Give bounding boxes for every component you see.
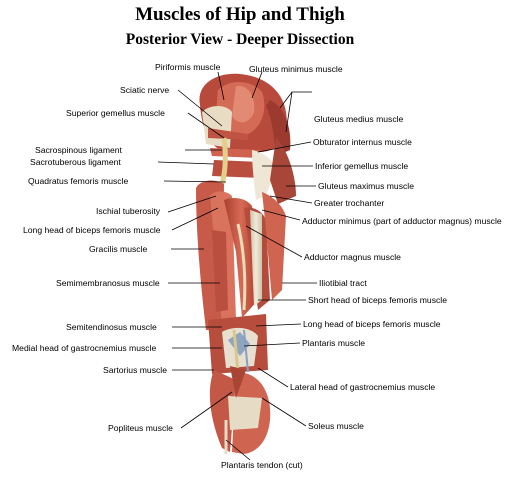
- page-subtitle: Posterior View - Deeper Dissection: [125, 31, 355, 48]
- leader-lines: [157, 71, 317, 461]
- label-superior-gemellus: Superior gemellus muscle: [66, 108, 165, 118]
- leg-region: [209, 366, 271, 454]
- label-ischial-tuberosity: Ischial tuberosity: [96, 206, 161, 216]
- label-long-head-biceps-upper: Long head of biceps femoris muscle: [23, 225, 161, 235]
- label-soleus: Soleus muscle: [308, 421, 364, 431]
- label-inferior-gemellus: Inferior gemellus muscle: [315, 161, 409, 171]
- label-gluteus-medius: Gluteus medius muscle: [314, 114, 404, 124]
- label-gluteus-minimus: Gluteus minimus muscle: [249, 64, 343, 74]
- thigh-region: [196, 180, 286, 330]
- label-plantaris: Plantaris muscle: [302, 338, 366, 348]
- label-sartorius: Sartorius muscle: [103, 365, 167, 375]
- label-lateral-gastrocnemius: Lateral head of gastrocnemius muscle: [290, 382, 436, 392]
- label-semitendinosus: Semitendinosus muscle: [66, 322, 157, 332]
- label-short-head-biceps: Short head of biceps femoris muscle: [308, 295, 447, 305]
- label-semimembranosus: Semimembranosus muscle: [56, 278, 160, 288]
- label-sacrospinous: Sacrospinous ligament: [35, 145, 122, 155]
- label-gluteus-maximus: Gluteus maximus muscle: [318, 181, 414, 191]
- label-obturator-internus: Obturator internus muscle: [313, 137, 412, 147]
- label-adductor-magnus: Adductor magnus muscle: [304, 252, 401, 262]
- label-medial-gastrocnemius: Medial head of gastrocnemius muscle: [12, 343, 157, 353]
- popliteal-region: [208, 314, 268, 374]
- label-long-head-biceps-lower: Long head of biceps femoris muscle: [303, 319, 441, 329]
- label-plantaris-tendon: Plantaris tendon (cut): [221, 460, 303, 470]
- label-greater-trochanter: Greater trochanter: [314, 198, 385, 208]
- label-adductor-minimus: Adductor minimus (part of adductor magnu…: [302, 216, 502, 226]
- label-iliotibial-tract: Iliotibial tract: [319, 278, 367, 288]
- gluteal-region: [199, 73, 296, 204]
- page-title: Muscles of Hip and Thigh: [135, 4, 345, 25]
- label-gracilis: Gracilis muscle: [89, 244, 148, 254]
- label-popliteus: Popliteus muscle: [108, 423, 173, 433]
- label-sciatic-nerve: Sciatic nerve: [120, 85, 170, 95]
- label-piriformis: Piriformis muscle: [155, 62, 221, 72]
- label-sacrotuberous: Sacrotuberous ligament: [30, 157, 121, 167]
- label-quadratus-femoris: Quadratus femoris muscle: [28, 176, 129, 186]
